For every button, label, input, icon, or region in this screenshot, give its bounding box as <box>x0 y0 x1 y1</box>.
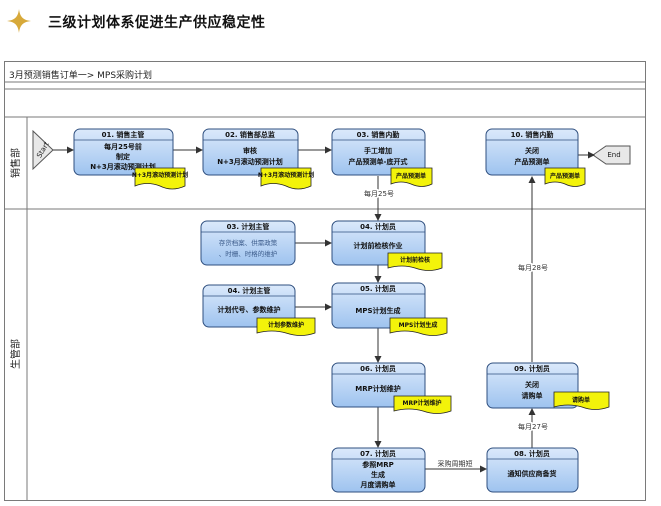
lane-label-production: 生管部 <box>9 339 22 369</box>
document-label: 计划参数维护 <box>268 321 304 329</box>
box-title: 09. 计划员 <box>514 364 550 373</box>
document-plan-params: 计划参数维护 <box>256 317 316 336</box>
box-line: 生成 <box>371 470 385 479</box>
box-line: 制定 <box>116 152 130 161</box>
box-line: 存货档案、供需政策 <box>219 238 278 247</box>
article-header: 三级计划体系促进生产供应稳定性 <box>0 0 661 44</box>
box-line: 参照MRP <box>362 460 394 469</box>
process-box-sales-clerk-close: 10. 销售内勤 关闭 产品预测单 <box>485 128 579 176</box>
box-line: 通知供应商备货 <box>508 469 557 478</box>
end-terminator: End <box>592 145 631 165</box>
box-line: 计划前检核作业 <box>354 241 403 250</box>
document-mrp-maintain: MRP计划维护 <box>393 395 452 414</box>
box-title: 02. 销售部总监 <box>225 130 275 139</box>
page-title: 三级计划体系促进生产供应稳定性 <box>48 15 266 31</box>
process-box-planning-manager-params: 04. 计划主管 计划代号、参数维护 <box>202 284 296 328</box>
document-mps-generate: MPS计划生成 <box>389 317 448 336</box>
box-line: 手工增加 <box>364 146 392 155</box>
breadcrumb: 3月预测销售订单一> MPS采购计划 <box>9 71 153 81</box>
start-terminator: Start <box>32 129 54 171</box>
box-line: MPS计划生成 <box>355 306 400 315</box>
process-box-planner-notify-supplier: 08. 计划员 通知供应商备货 <box>486 447 579 493</box>
sparkle-icon <box>7 9 31 33</box>
box-line: MRP计划维护 <box>355 384 401 393</box>
process-box-sales-manager: 01. 销售主管 每月25号前 制定 N+3月滚动预测计划 <box>73 128 174 176</box>
flow-arrows <box>53 146 595 473</box>
box-line: N+3月滚动预测计划 <box>90 162 156 171</box>
document-precheck: 计划前检核 <box>387 252 443 271</box>
document-label: 计划前检核 <box>400 256 430 264</box>
edge-label-monthly-25: 每月25号 <box>364 189 394 198</box>
edge-label-monthly-27: 每月27号 <box>518 422 548 431</box>
box-line: 月度请购单 <box>360 480 396 489</box>
box-line: 计划代号、参数维护 <box>218 305 281 314</box>
process-box-sales-director: 02. 销售部总监 审核 N+3月滚动预测计划 <box>202 128 299 176</box>
box-title: 01. 销售主管 <box>102 130 145 139</box>
box-line: 、时栅、时格的维护 <box>219 249 278 258</box>
document-forecast-plan-1: N+3月滚动预测计划 <box>132 167 188 190</box>
document-purchase-request: 请购单 <box>553 391 610 410</box>
box-title: 03. 计划主管 <box>227 222 270 231</box>
document-label: 产品预测单 <box>550 172 580 180</box>
end-label: End <box>607 151 620 159</box>
box-line: 关闭 <box>525 380 539 389</box>
edge-label-monthly-28: 每月28号 <box>518 263 548 272</box>
flowchart-frame: 3月预测销售订单一> MPS采购计划 销售部 生管部 Start End <box>4 61 646 501</box>
flowchart: 销售部 生管部 Start End 每月2 <box>5 81 645 500</box>
document-label: MRP计划维护 <box>403 399 442 407</box>
document-product-forecast-close: 产品预测单 <box>544 167 586 187</box>
box-line: 请购单 <box>522 391 543 400</box>
box-title: 06. 计划员 <box>360 364 396 373</box>
box-title: 07. 计划员 <box>360 449 396 458</box>
box-line: 产品预测单 <box>515 157 550 166</box>
box-line: 每月25号前 <box>104 142 142 151</box>
document-label: MPS计划生成 <box>399 321 438 329</box>
edge-label-short-cycle: 采购周期短 <box>438 459 473 468</box>
box-title: 04. 计划员 <box>360 222 396 231</box>
box-line: N+3月滚动预测计划 <box>217 157 283 166</box>
box-title: 03. 销售内勤 <box>357 130 400 139</box>
document-forecast-plan-2: N+3月滚动预测计划 <box>258 167 314 190</box>
document-label: 产品预测单 <box>396 172 426 180</box>
box-line: 审核 <box>243 146 257 155</box>
lane-label-sales: 销售部 <box>9 148 22 178</box>
process-box-planner-mps: 05. 计划员 MPS计划生成 <box>331 282 426 329</box>
box-title: 05. 计划员 <box>360 284 396 293</box>
document-label: N+3月滚动预测计划 <box>132 171 188 179</box>
process-box-sales-clerk: 03. 销售内勤 手工增加 产品预测单-底开式 <box>331 128 426 176</box>
box-line: 产品预测单-底开式 <box>349 157 408 166</box>
process-box-planning-manager-master-data: 03. 计划主管 存货档案、供需政策 、时栅、时格的维护 <box>200 220 296 266</box>
box-title: 08. 计划员 <box>514 449 550 458</box>
box-line: 关闭 <box>525 146 539 155</box>
document-label: N+3月滚动预测计划 <box>258 171 314 179</box>
box-title: 10. 销售内勤 <box>511 130 554 139</box>
box-title: 04. 计划主管 <box>228 286 271 295</box>
document-product-forecast: 产品预测单 <box>390 167 433 187</box>
process-box-planner-purchase-request: 07. 计划员 参照MRP 生成 月度请购单 <box>331 447 426 493</box>
document-label: 请购单 <box>572 396 590 404</box>
